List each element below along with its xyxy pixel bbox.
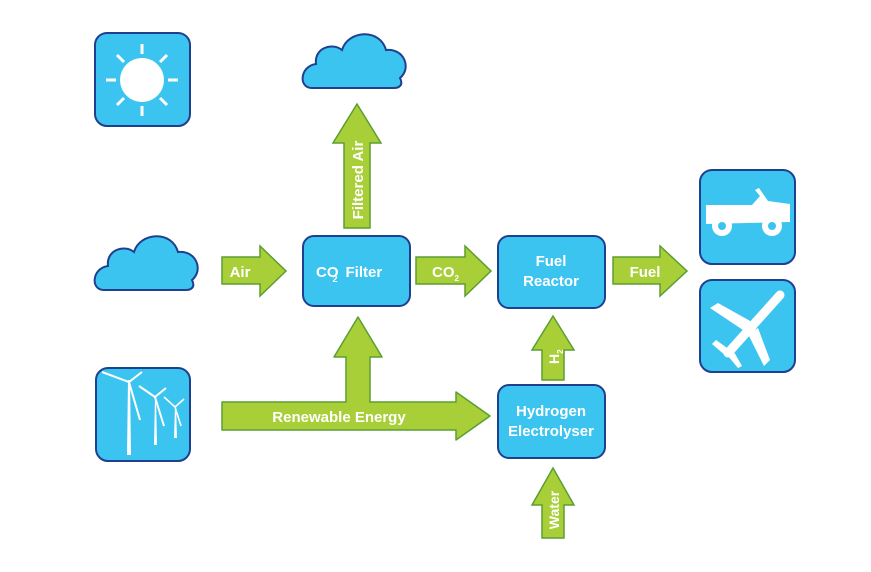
filtered-air-label: Filtered Air bbox=[350, 141, 367, 220]
plane-tile bbox=[699, 279, 796, 373]
fuel-label: Fuel bbox=[630, 264, 661, 281]
filtered-air-flow-arrow: Filtered Air bbox=[331, 102, 383, 229]
fuel-flow-arrow: Fuel bbox=[612, 244, 689, 298]
fuel-reactor-box: Fuel Reactor bbox=[497, 235, 606, 309]
co2-flow-arrow: CO2 bbox=[415, 244, 493, 298]
air-flow-arrow: Air bbox=[221, 244, 288, 298]
airplane-icon bbox=[710, 290, 785, 368]
air-label: Air bbox=[230, 264, 251, 281]
filtered-air-cloud-icon bbox=[301, 33, 407, 89]
fuel-reactor-label-line2: Reactor bbox=[523, 273, 579, 290]
wind-turbines-icon bbox=[101, 371, 185, 455]
sun-tile bbox=[94, 32, 191, 127]
renewable-energy-flow-arrow: Renewable Energy bbox=[221, 316, 491, 441]
sun-icon bbox=[106, 44, 178, 116]
water-flow-arrow: Water bbox=[530, 466, 576, 539]
renewable-energy-label: Renewable Energy bbox=[272, 409, 406, 426]
wind-tile bbox=[95, 367, 191, 462]
air-cloud-icon bbox=[93, 235, 199, 291]
electrolyser-label-line1: Hydrogen bbox=[516, 403, 586, 420]
car-tile bbox=[699, 169, 796, 265]
h2-label: H2 bbox=[546, 349, 565, 364]
jeep-icon bbox=[706, 188, 790, 236]
electrolyser-label-line2: Electrolyser bbox=[508, 423, 594, 440]
fuel-reactor-label-line1: Fuel bbox=[536, 253, 567, 270]
h2-flow-arrow: H2 bbox=[530, 314, 576, 381]
co2-label: CO2 bbox=[432, 264, 460, 283]
water-label: Water bbox=[546, 490, 562, 529]
hydrogen-electrolyser-box: Hydrogen Electrolyser bbox=[497, 384, 606, 459]
